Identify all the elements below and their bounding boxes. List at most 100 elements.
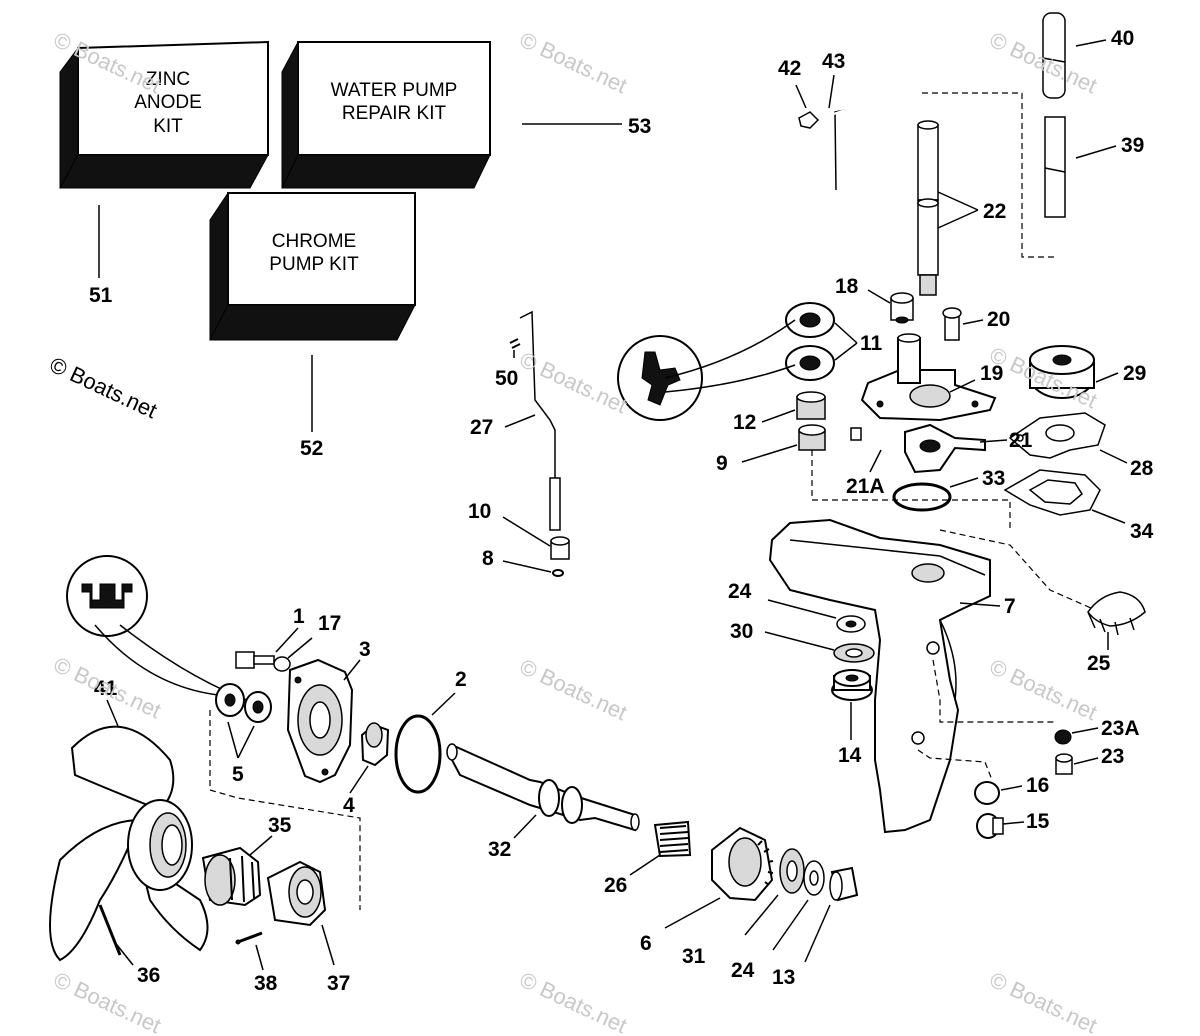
seal-detail-circle bbox=[617, 319, 796, 421]
watermark-text: © Boats.net bbox=[986, 967, 1101, 1036]
watermark-text: © Boats.net bbox=[50, 652, 165, 723]
spring-26[interactable] bbox=[653, 820, 692, 858]
o-ring-8[interactable] bbox=[552, 569, 564, 577]
callout-41: 41 bbox=[94, 677, 118, 700]
bushing-9[interactable] bbox=[798, 424, 826, 451]
plug-23A[interactable] bbox=[1054, 729, 1072, 745]
key-21A[interactable] bbox=[850, 427, 862, 441]
grommet-18[interactable] bbox=[890, 292, 914, 324]
callout-50: 50 bbox=[495, 367, 518, 390]
callout-16: 16 bbox=[1026, 774, 1049, 797]
callout-36: 36 bbox=[137, 964, 160, 987]
washer-24-lower[interactable] bbox=[803, 860, 825, 896]
bearing-11-lower[interactable] bbox=[785, 345, 835, 381]
o-ring-2[interactable] bbox=[394, 714, 442, 794]
callout-21: 21 bbox=[1009, 429, 1033, 452]
callout-43: 43 bbox=[822, 50, 845, 73]
callout-40: 40 bbox=[1111, 27, 1134, 50]
washer-16[interactable] bbox=[974, 781, 1000, 805]
forward-gear-6[interactable] bbox=[711, 826, 774, 902]
thrust-bearing-30[interactable] bbox=[833, 643, 875, 663]
pin-40[interactable] bbox=[1042, 12, 1066, 99]
callout-19: 19 bbox=[980, 362, 1003, 385]
callout-27: 27 bbox=[470, 416, 493, 439]
washer-24-upper[interactable] bbox=[836, 615, 866, 633]
propeller-shaft-32[interactable] bbox=[446, 743, 640, 832]
callout-32: 32 bbox=[488, 838, 511, 861]
pump-housing-19[interactable] bbox=[860, 333, 997, 422]
spline-hub-35[interactable] bbox=[201, 846, 262, 907]
callout-labels: 51 52 53 42 43 40 39 22 18 20 11 19 29 5… bbox=[89, 27, 1154, 995]
callout-1: 1 bbox=[293, 605, 305, 628]
propeller-41[interactable] bbox=[49, 725, 209, 962]
callout-2: 2 bbox=[455, 668, 467, 691]
callout-4: 4 bbox=[343, 794, 355, 817]
callout-39: 39 bbox=[1121, 134, 1144, 157]
kit-label-line: KIT bbox=[153, 116, 183, 137]
seal-5-b[interactable] bbox=[244, 691, 272, 723]
callout-28: 28 bbox=[1130, 457, 1154, 480]
gear-housing-7[interactable] bbox=[768, 518, 991, 834]
key-39[interactable] bbox=[1044, 116, 1066, 218]
impeller-21[interactable] bbox=[904, 423, 986, 474]
plug-23[interactable] bbox=[1055, 753, 1073, 775]
bushing-12[interactable] bbox=[796, 391, 826, 420]
callout-8: 8 bbox=[482, 547, 494, 570]
plug-15[interactable] bbox=[976, 813, 1004, 839]
screw-1[interactable] bbox=[235, 651, 275, 669]
kit-label-line: CHROME bbox=[272, 231, 356, 252]
callout-22: 22 bbox=[983, 200, 1006, 223]
callout-21A: 21A bbox=[846, 475, 885, 498]
thrust-bearing-31[interactable] bbox=[779, 848, 805, 894]
screw-20[interactable] bbox=[942, 307, 962, 341]
bearing-4[interactable] bbox=[360, 722, 390, 767]
kit-label-line: ZINC bbox=[146, 69, 190, 90]
callout-20: 20 bbox=[987, 308, 1010, 331]
callout-24-upper: 24 bbox=[728, 580, 752, 603]
drive-shaft-22[interactable] bbox=[917, 120, 939, 296]
bearing-housing-3[interactable] bbox=[286, 658, 354, 784]
callout-15: 15 bbox=[1026, 810, 1050, 833]
gasket-34[interactable] bbox=[1003, 469, 1101, 516]
watermark-text: © Boats.net bbox=[46, 352, 161, 423]
bushing-13[interactable] bbox=[829, 866, 859, 902]
callout-13: 13 bbox=[772, 966, 795, 989]
clip-50[interactable] bbox=[509, 338, 521, 349]
callout-9: 9 bbox=[716, 452, 728, 475]
shift-rod-27[interactable] bbox=[519, 310, 561, 531]
callout-51: 51 bbox=[89, 284, 113, 307]
callout-34: 34 bbox=[1130, 520, 1154, 543]
callout-37: 37 bbox=[327, 972, 350, 995]
watermark-text: © Boats.net bbox=[516, 27, 631, 98]
callout-42: 42 bbox=[778, 57, 801, 80]
callout-7: 7 bbox=[1004, 595, 1016, 618]
callout-25: 25 bbox=[1087, 652, 1111, 675]
bracket-25[interactable] bbox=[1087, 591, 1146, 636]
watermark-text: © Boats.net bbox=[516, 967, 631, 1036]
zinc-anode-kit-box[interactable]: ZINC ANODE KIT bbox=[59, 40, 269, 189]
watermark-text: © Boats.net bbox=[986, 654, 1101, 725]
pin-38[interactable] bbox=[235, 931, 263, 945]
callout-52: 52 bbox=[300, 437, 323, 460]
o-ring-33[interactable] bbox=[892, 482, 952, 512]
bushing-10[interactable] bbox=[550, 536, 570, 560]
rod-43[interactable] bbox=[821, 109, 846, 191]
callout-17: 17 bbox=[318, 612, 341, 635]
water-pump-repair-kit-box[interactable]: WATER PUMP REPAIR KIT bbox=[281, 41, 491, 189]
cotter-pin-36[interactable] bbox=[98, 904, 122, 956]
kit-label-line: PUMP KIT bbox=[269, 254, 359, 275]
washer-17[interactable] bbox=[273, 656, 291, 672]
callout-6: 6 bbox=[640, 932, 652, 955]
impeller-housing-29[interactable] bbox=[1029, 345, 1095, 399]
chrome-pump-kit-box[interactable]: CHROME PUMP KIT bbox=[209, 191, 416, 341]
seal-detail-circle-lower bbox=[66, 555, 256, 704]
bearing-11-upper[interactable] bbox=[785, 302, 835, 338]
nut-42[interactable] bbox=[798, 111, 820, 129]
plate-28[interactable] bbox=[1008, 412, 1106, 459]
hub-37[interactable] bbox=[266, 860, 327, 927]
callout-5: 5 bbox=[232, 763, 244, 786]
pinion-gear-14[interactable] bbox=[831, 669, 873, 701]
seal-5-a[interactable] bbox=[215, 683, 245, 717]
callout-33: 33 bbox=[982, 467, 1005, 490]
